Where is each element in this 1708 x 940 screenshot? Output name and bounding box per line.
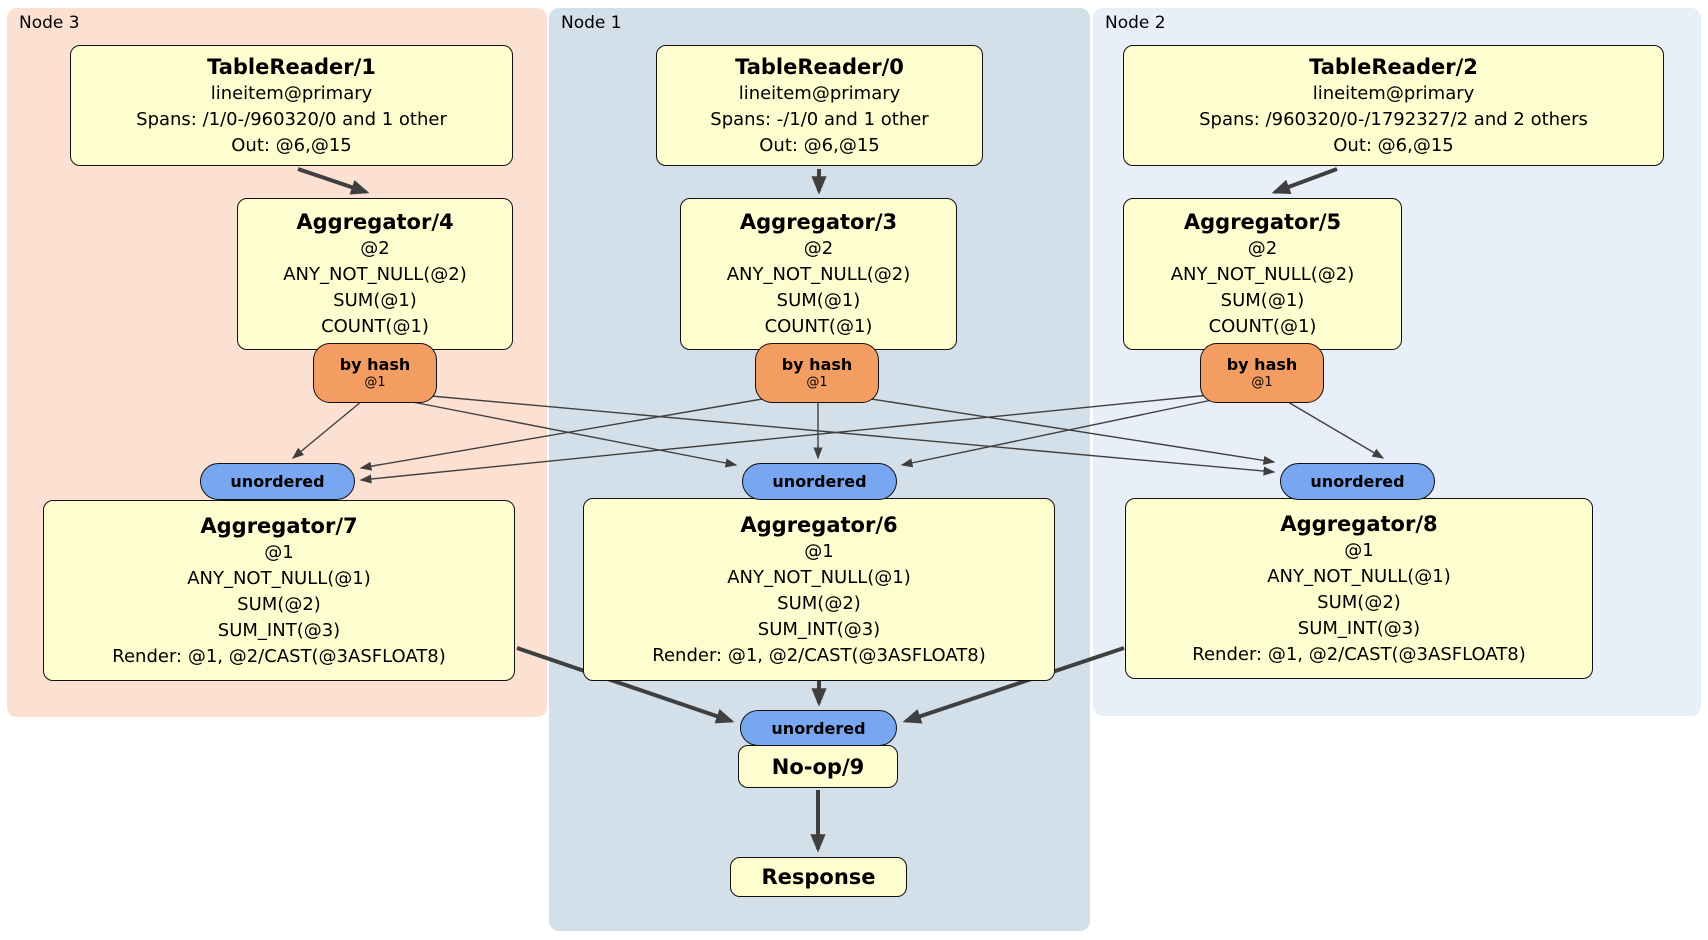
- processor-title: Aggregator/8: [1280, 511, 1438, 536]
- router-by-hash-3: by hash @1: [755, 343, 879, 403]
- edge-byhash3-unordered-left: [359, 397, 769, 471]
- router-label: by hash: [1226, 355, 1298, 374]
- processor-detail: SUM_INT(@3): [757, 618, 881, 640]
- processor-tablereader-2: TableReader/2 lineitem@primary Spans: /9…: [1123, 45, 1664, 166]
- router-key: @1: [1251, 375, 1273, 390]
- router-label: by hash: [339, 355, 411, 374]
- processor-detail: SUM(@1): [333, 290, 417, 311]
- sync-label: unordered: [772, 472, 867, 491]
- router-by-hash-5: by hash @1: [1200, 343, 1324, 403]
- processor-detail: Out: @6,@15: [759, 134, 880, 156]
- processor-detail: Spans: -/1/0 and 1 other: [710, 108, 929, 130]
- processor-detail: SUM(@2): [237, 593, 321, 615]
- edge-tablereader1-aggregator4: [297, 167, 370, 195]
- processor-detail: lineitem@primary: [738, 82, 901, 104]
- processor-tablereader-1: TableReader/1 lineitem@primary Spans: /1…: [70, 45, 513, 166]
- processor-title: Aggregator/3: [739, 210, 898, 234]
- processor-aggregator-7: Aggregator/7 @1 ANY_NOT_NULL(@1) SUM(@2)…: [43, 500, 515, 681]
- router-label: by hash: [781, 355, 853, 374]
- processor-title: TableReader/1: [207, 54, 376, 79]
- processor-detail: Render: @1, @2/CAST(@3ASFLOAT8): [112, 645, 446, 667]
- processor-detail: ANY_NOT_NULL(@2): [726, 264, 911, 285]
- processor-detail: SUM(@1): [1220, 290, 1305, 311]
- node-group-label: Node 3: [19, 13, 80, 33]
- processor-detail: SUM(@2): [777, 592, 861, 614]
- processor-detail: @1: [1344, 539, 1374, 561]
- processor-title: No-op/9: [771, 754, 865, 779]
- processor-detail: SUM(@2): [1317, 591, 1401, 613]
- processor-detail: Render: @1, @2/CAST(@3ASFLOAT8): [652, 644, 986, 666]
- processor-detail: ANY_NOT_NULL(@2): [1170, 264, 1355, 285]
- processor-aggregator-6: Aggregator/6 @1 ANY_NOT_NULL(@1) SUM(@2)…: [583, 498, 1055, 681]
- router-by-hash-4: by hash @1: [313, 343, 437, 403]
- processor-detail: SUM(@1): [776, 290, 861, 311]
- sync-label: unordered: [1310, 472, 1405, 491]
- processor-detail: Spans: /960320/0-/1792327/2 and 2 others: [1199, 108, 1588, 130]
- processor-aggregator-3: Aggregator/3 @2 ANY_NOT_NULL(@2) SUM(@1)…: [680, 198, 957, 350]
- processor-title: TableReader/2: [1309, 54, 1478, 79]
- processor-title: Aggregator/7: [200, 513, 358, 538]
- processor-detail: @2: [803, 238, 834, 259]
- processor-detail: ANY_NOT_NULL(@1): [187, 567, 371, 589]
- sync-unordered-final: unordered: [740, 710, 897, 746]
- edge-aggregator7-unordered-final: [516, 646, 735, 724]
- edge-byhash5-unordered-center: [900, 399, 1213, 468]
- node-group-label: Node 1: [561, 13, 622, 33]
- processor-title: TableReader/0: [735, 54, 904, 79]
- edge-tablereader2-aggregator5: [1271, 167, 1338, 194]
- processor-title: Aggregator/4: [296, 210, 454, 234]
- edge-byhash5-unordered-right: [1287, 401, 1385, 459]
- router-key: @1: [364, 375, 386, 390]
- processor-aggregator-8: Aggregator/8 @1 ANY_NOT_NULL(@1) SUM(@2)…: [1125, 498, 1593, 679]
- processor-aggregator-4: Aggregator/4 @2 ANY_NOT_NULL(@2) SUM(@1)…: [237, 198, 513, 350]
- processor-detail: lineitem@primary: [210, 82, 373, 104]
- node-group-label: Node 2: [1105, 13, 1166, 33]
- edge-byhash4-unordered-left: [291, 400, 363, 459]
- processor-detail: @1: [264, 541, 294, 563]
- processor-title: Aggregator/5: [1183, 210, 1342, 234]
- edge-aggregator8-unordered-final: [902, 646, 1125, 724]
- processor-detail: COUNT(@1): [1208, 316, 1317, 337]
- processor-detail: ANY_NOT_NULL(@2): [283, 264, 467, 285]
- processor-noop-9: No-op/9: [738, 745, 898, 788]
- sync-unordered-right: unordered: [1280, 463, 1435, 500]
- sync-label: unordered: [771, 718, 866, 738]
- edge-byhash5-unordered-left: [359, 394, 1211, 484]
- processor-detail: Out: @6,@15: [231, 134, 352, 156]
- processor-title: Response: [761, 865, 876, 889]
- processor-detail: @1: [804, 540, 834, 562]
- sync-unordered-left: unordered: [200, 463, 355, 500]
- processor-detail: @2: [1247, 238, 1278, 259]
- processor-detail: ANY_NOT_NULL(@1): [727, 566, 911, 588]
- processor-title: Aggregator/6: [740, 512, 898, 537]
- processor-detail: COUNT(@1): [764, 316, 873, 337]
- processor-detail: Render: @1, @2/CAST(@3ASFLOAT8): [1192, 643, 1526, 665]
- edge-byhash4-unordered-right: [419, 394, 1276, 476]
- processor-detail: COUNT(@1): [321, 316, 429, 337]
- processor-detail: SUM_INT(@3): [217, 619, 341, 641]
- processor-detail: Spans: /1/0-/960320/0 and 1 other: [136, 108, 447, 130]
- sync-unordered-center: unordered: [742, 463, 897, 500]
- processor-aggregator-5: Aggregator/5 @2 ANY_NOT_NULL(@2) SUM(@1)…: [1123, 198, 1402, 350]
- processor-tablereader-0: TableReader/0 lineitem@primary Spans: -/…: [656, 45, 983, 166]
- processor-detail: lineitem@primary: [1312, 82, 1475, 104]
- processor-detail: SUM_INT(@3): [1297, 617, 1421, 639]
- processor-detail: Out: @6,@15: [1333, 134, 1454, 156]
- sync-label: unordered: [230, 472, 325, 491]
- processor-response: Response: [730, 857, 907, 897]
- processor-detail: ANY_NOT_NULL(@1): [1267, 565, 1451, 587]
- processor-detail: @2: [360, 238, 390, 259]
- router-key: @1: [806, 375, 828, 390]
